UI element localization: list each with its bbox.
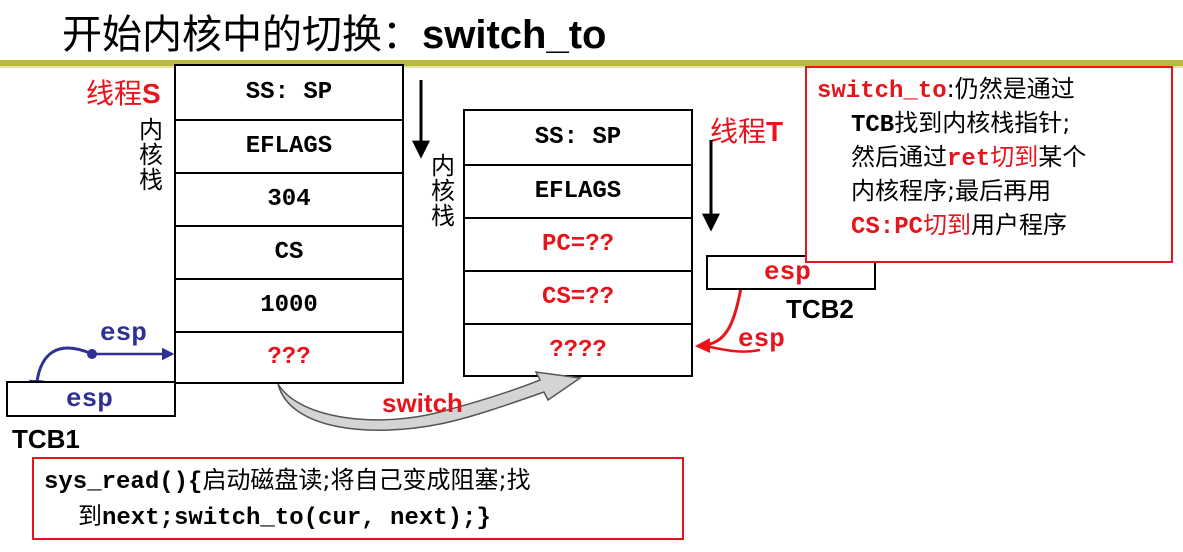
page-title: 开始内核中的切换：switch_to [62,2,606,60]
note-keyword: ret [947,146,991,173]
thread-t-label: 线程T [710,110,783,150]
stack-t-vlabel-char: 内 [431,152,455,180]
note-text: 切到 [990,143,1039,171]
sys-read-code-box: sys_read(){启动磁盘读;将自己变成阻塞;找 到next;switch_… [32,457,684,540]
stack-t-cell: EFLAGS [465,164,691,217]
code-text: sys_read(){ [44,469,203,496]
code-text: next;switch_to(cur, next);} [102,505,491,532]
stack-s-vlabel-char: 核 [139,141,163,169]
stack-s-cell: 1000 [176,278,402,331]
stack-t-cell: CS=?? [465,270,691,323]
code-comment: 启动磁盘读;将自己变成阻塞;找 [202,466,531,494]
tcb2-label: TCB2 [786,294,854,324]
note-line: CS:PC切到用户程序 [851,208,1067,245]
note-line: 内核程序;最后再用 [851,177,1052,205]
note-line: switch_to:仍然是通过 [817,72,1075,109]
tcb1-to-esp-curve [29,346,93,395]
switch-to-note: switch_to:仍然是通过 TCB找到内核栈指针; 然后通过ret切到某个 … [805,66,1173,263]
esp-s-label: esp [100,318,147,348]
note-keyword: CS:PC [851,214,924,241]
stack-s-vertical-label: 内 核 栈 [138,118,164,193]
thread-t-label-cn: 线程 [710,115,767,148]
note-keyword: switch_to [817,78,947,105]
note-text: 某个 [1038,143,1087,171]
tcb1-esp-field: esp [66,384,113,414]
stack-t-vlabel-char: 栈 [431,202,455,230]
code-comment: 到 [78,502,102,530]
note-line: 然后通过ret切到某个 [851,140,1086,177]
tcb1-label: TCB1 [12,424,80,454]
esp-t-label: esp [738,324,785,354]
note-text: 切到 [923,211,972,239]
stack-t-vertical-label: 内 核 栈 [430,154,456,229]
stack-t-cell: PC=?? [465,217,691,270]
note-line: TCB找到内核栈指针; [851,106,1070,143]
stack-t-cell: SS: SP [534,124,622,151]
note-text: :仍然是通过 [946,75,1075,103]
note-keyword: TCB [851,112,895,139]
code-line: sys_read(){启动磁盘读;将自己变成阻塞;找 [44,463,531,500]
tcb2-esp-field: esp [764,257,811,287]
kernel-stack-t: SS: SP EFLAGS PC=?? CS=?? ???? [463,109,693,377]
stack-t-vlabel-char: 核 [431,177,455,205]
stack-s-cell: SS: SP [245,79,333,106]
stack-t-cell: ???? [465,323,691,375]
switch-curve-arrow [277,371,583,431]
thread-t-label-en: T [766,116,784,147]
stack-s-cell: 304 [176,172,402,225]
thread-s-label: 线程S [86,72,161,112]
title-cn: 开始内核中的切换： [62,12,422,58]
esp-t-arrow [699,343,761,353]
code-line: 到next;switch_to(cur, next);} [78,499,491,536]
thread-s-label-cn: 线程 [86,77,143,110]
title-rule [0,60,1183,66]
note-text: 用户程序 [971,211,1068,239]
stack-s-cell: EFLAGS [176,119,402,172]
title-en: switch_to [422,13,607,57]
stack-s-vlabel-char: 内 [139,116,163,144]
tcb1-box: esp [6,381,176,417]
stack-s-cell: CS [176,225,402,278]
note-text: 找到内核栈指针; [894,109,1071,137]
stack-s-vlabel-char: 栈 [139,166,163,194]
stack-s-cell: ??? [176,331,402,382]
title-rule-shadow [0,66,1183,68]
note-text: 然后通过 [851,143,947,171]
switch-label: switch [382,388,463,418]
thread-s-label-en: S [142,78,161,109]
kernel-stack-s: SS: SP EFLAGS 304 CS 1000 ??? [174,64,404,384]
